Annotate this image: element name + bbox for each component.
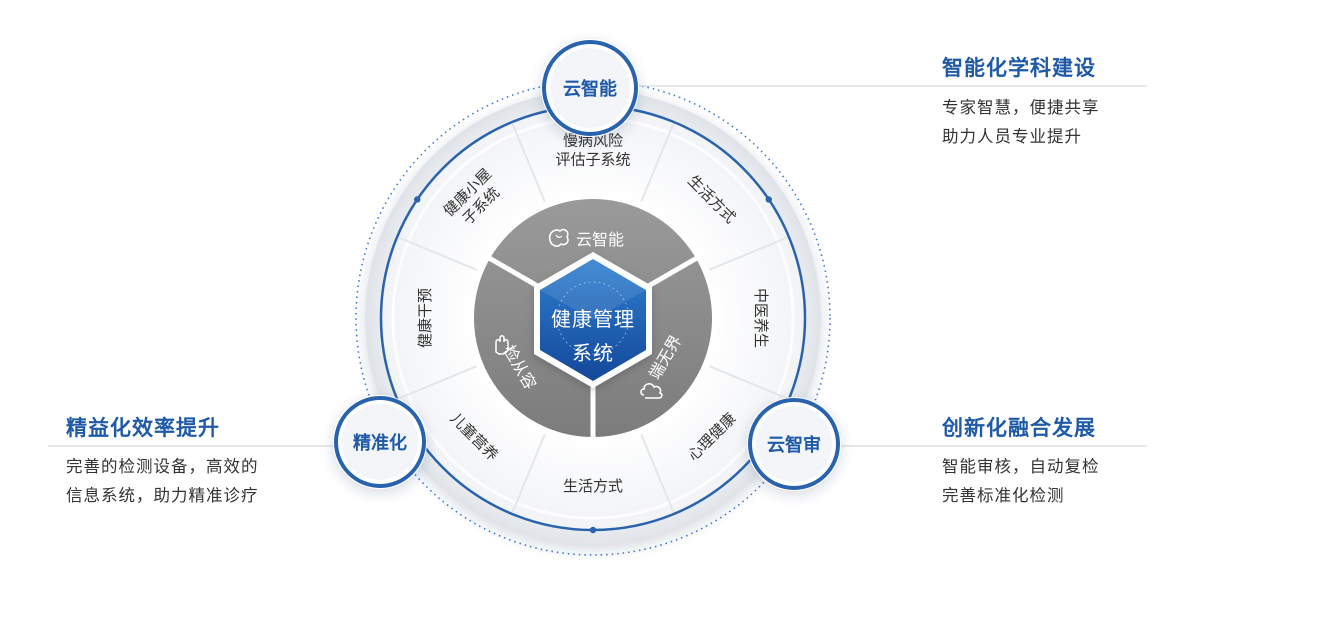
segment-label-line: 评估子系统 (555, 151, 630, 169)
segment-label-line: 慢病风险 (563, 132, 623, 150)
panel-bottom-right-text: 智能审核，自动复检 完善标准化检测 (942, 452, 1100, 510)
panel-bottom-right-line: 完善标准化检测 (942, 486, 1065, 505)
center-title-line1: 健康管理 (551, 307, 635, 331)
segment-label-chronic-risk[interactable]: 慢病风险评估子系统 (555, 132, 630, 169)
panel-top-right-text: 专家智慧，便捷共享 助力人员专业提升 (942, 93, 1100, 151)
center-hexagon[interactable]: 健康管理 系统 (534, 252, 652, 388)
segment-divider (709, 236, 788, 271)
center-title-line2: 系统 (572, 341, 614, 365)
segment-label-line: 生活方式 (563, 477, 623, 495)
cloud-icon (640, 383, 663, 399)
segment-dividers (398, 123, 788, 513)
panel-bottom-right-title: 创新化融合发展 (942, 416, 1096, 440)
segment-divider (709, 365, 788, 400)
segment-divider (511, 123, 546, 202)
node-top[interactable]: 云智能 (541, 39, 639, 137)
inner-divider (483, 253, 547, 293)
segment-divider (511, 434, 546, 513)
segment-divider (398, 365, 477, 400)
node-right-label: 云智审 (767, 434, 821, 456)
node-right[interactable]: 云智审 (747, 397, 841, 491)
panel-left-title: 精益化效率提升 (66, 416, 220, 440)
node-left-label: 精准化 (353, 432, 407, 454)
segment-divider (640, 434, 675, 513)
brain-icon (548, 228, 569, 247)
dotted-orbit (355, 80, 831, 556)
segment-label-health-intervention[interactable]: 健康干预 (416, 288, 434, 348)
ring-dot (589, 526, 597, 534)
ring-dot (414, 196, 421, 203)
panel-top-right-line: 专家智慧，便捷共享 (942, 98, 1100, 117)
inner-label-smart-cloud: 云智能 (576, 230, 624, 249)
inner-divider (639, 253, 703, 293)
panel-left-line: 信息系统，助力精准诊疗 (66, 486, 259, 505)
node-top-label: 云智能 (563, 78, 617, 100)
hand-icon (495, 335, 509, 355)
segment-label-lifestyle-bottom[interactable]: 生活方式 (563, 477, 623, 495)
ring-dot (765, 196, 772, 203)
inner-sector-smart-cloud[interactable]: 云智能 (548, 228, 624, 249)
segment-divider (640, 123, 675, 202)
panel-bottom-right-line: 智能审核，自动复检 (942, 457, 1100, 476)
segment-divider (398, 236, 477, 271)
panel-top-right-line: 助力人员专业提升 (942, 127, 1082, 146)
panel-left-line: 完善的检测设备，高效的 (66, 457, 259, 476)
panel-left-text: 完善的检测设备，高效的 信息系统，助力精准诊疗 (66, 452, 259, 510)
segment-label-tcm-wellness[interactable]: 中医养生 (752, 288, 770, 348)
segment-label-line: 中医养生 (752, 288, 770, 348)
panel-top-right-title: 智能化学科建设 (942, 56, 1096, 80)
segment-label-line: 健康干预 (416, 288, 434, 348)
node-left[interactable]: 精准化 (333, 395, 427, 489)
